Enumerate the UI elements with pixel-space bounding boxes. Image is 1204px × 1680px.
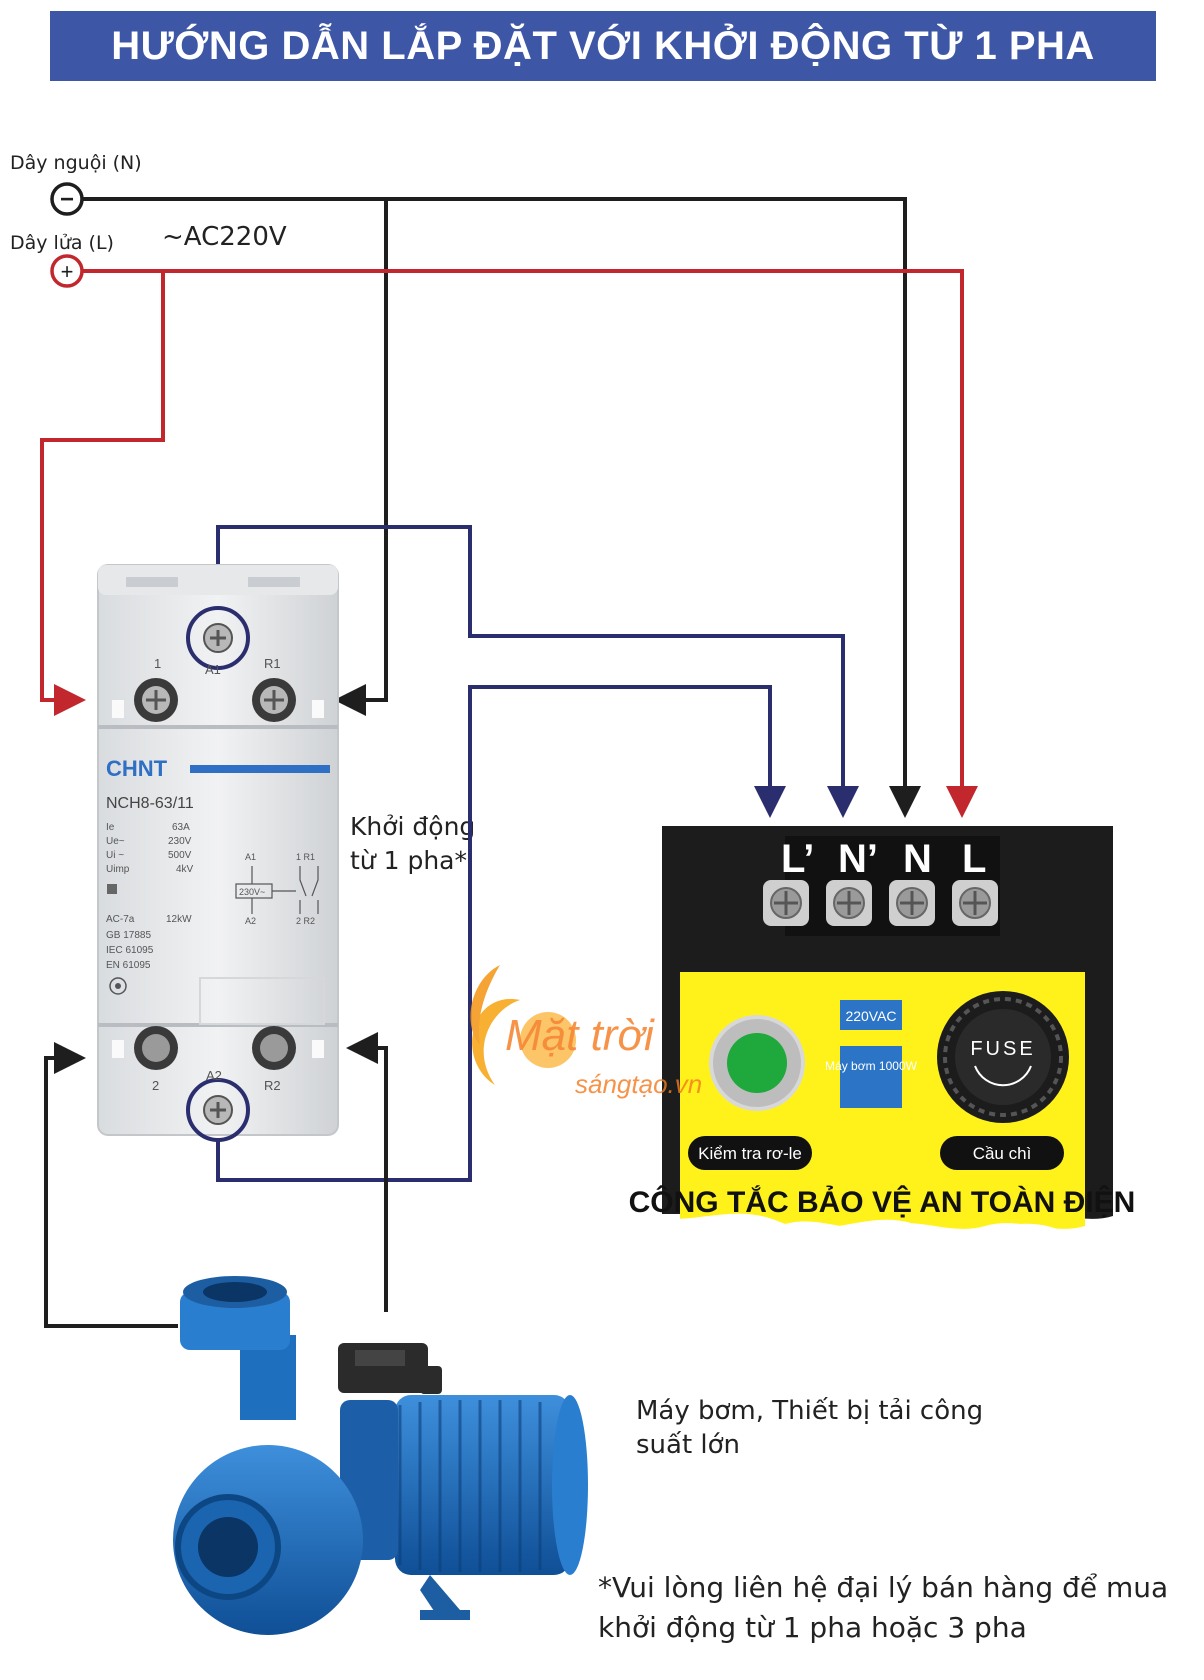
- spec-key: Ue~: [106, 836, 125, 847]
- terminal-l-prime: L’: [781, 837, 814, 881]
- neutral-terminal-icon: −: [50, 182, 84, 216]
- neutral-wire: [80, 197, 921, 818]
- screw-icon: [203, 1095, 233, 1125]
- screw-icon: [826, 880, 872, 926]
- schematic-label: A2: [245, 916, 256, 926]
- neutral-symbol: −: [60, 186, 74, 213]
- screw-icon: [203, 623, 233, 653]
- live-wire: [80, 269, 978, 818]
- standard: IEC 61095: [106, 945, 154, 956]
- terminal-label: A2: [206, 1068, 222, 1083]
- live-terminal-icon: +: [50, 254, 84, 288]
- screw-icon: [252, 1026, 296, 1070]
- rated-power: 12kW: [166, 914, 192, 925]
- pump-wire-right: [346, 1032, 388, 1312]
- terminal-label: 2: [152, 1078, 159, 1093]
- a1-highlight-ring: [186, 606, 250, 670]
- standard: EN 61095: [106, 960, 151, 971]
- terminal-label: 1: [154, 656, 161, 671]
- utilization-category: AC-7a: [106, 914, 135, 925]
- title-banner: HƯỚNG DẪN LẮP ĐẶT VỚI KHỞI ĐỘNG TỪ 1 PHA: [50, 11, 1156, 81]
- watermark-text: Mặt trời: [505, 1011, 655, 1060]
- neutral-wire-label: Dây nguội (N): [10, 152, 142, 174]
- terminal-label: A1: [205, 662, 221, 677]
- terminal-l: L: [962, 837, 986, 881]
- spec-key: Uimp: [106, 864, 130, 875]
- protector-title: CÔNG TẮC BẢO VỆ AN TOÀN ĐIỆN: [629, 1185, 1136, 1219]
- spec-value: 63A: [172, 822, 190, 833]
- coil-rating: 230V~: [239, 887, 265, 897]
- schematic-label: 1 R1: [296, 852, 315, 862]
- terminal-label: R2: [264, 1078, 281, 1093]
- screw-icon: [952, 880, 998, 926]
- live-branch-wire: [40, 271, 165, 716]
- screw-icon: [252, 678, 296, 722]
- spec-value: 230V: [168, 836, 192, 847]
- protection-switch: L’ N’ N L 220VAC Máy bơm 1000W FUSE Kiểm…: [629, 826, 1136, 1260]
- water-pump-image: [173, 1276, 588, 1635]
- fuse-caption: Cầu chì: [973, 1144, 1032, 1163]
- pump-label: Máy bơm, Thiết bị tải công suất lớn: [636, 1396, 984, 1460]
- rating-label: 220VAC: [845, 1008, 896, 1024]
- pump-rating-label: Máy bơm 1000W: [825, 1059, 918, 1073]
- coil-a1-wire: [216, 525, 859, 818]
- fuse-label: FUSE: [970, 1038, 1035, 1060]
- screw-icon: [889, 880, 935, 926]
- test-button[interactable]: [709, 1015, 805, 1111]
- contactor-model: NCH8-63/11: [106, 795, 194, 812]
- spec-value: 4kV: [176, 864, 194, 875]
- spec-key: Ui ~: [106, 850, 124, 861]
- standard: GB 17885: [106, 930, 151, 941]
- schematic-label: A1: [245, 852, 256, 862]
- live-symbol: +: [61, 259, 74, 284]
- contactor-brand: CHNT: [106, 756, 168, 781]
- contactor-module: 1 A1 R1 2 A2 R2 CHNT NCH8-63/11 Ie 63A U…: [97, 564, 339, 1142]
- voltage-label: ~AC220V: [162, 222, 287, 252]
- neutral-branch-wire: [334, 199, 388, 716]
- certification-icon: [109, 977, 127, 995]
- pump-wire-left: [44, 1042, 178, 1328]
- live-wire-label: Dây lửa (L): [10, 232, 114, 254]
- screw-icon: [134, 1026, 178, 1070]
- watermark-subtext: sángtạo.vn: [575, 1069, 702, 1099]
- terminal-n: N: [903, 837, 932, 881]
- footnote: *Vui lòng liên hệ đại lý bán hàng để mua…: [598, 1571, 1169, 1644]
- spec-key: Ie: [106, 822, 115, 833]
- a2-highlight-ring: [186, 1078, 250, 1142]
- contactor-caption: Khởi động từ 1 pha*: [350, 812, 476, 875]
- screw-icon: [134, 678, 178, 722]
- schematic-label: 2 R2: [296, 916, 315, 926]
- contactor-schematic: A1 A2 1 R1 2 R2 230V~: [235, 852, 319, 926]
- watermark-logo: Mặt trời sángtạo.vn: [470, 965, 702, 1099]
- coil-a2-wire: [216, 685, 786, 1182]
- screw-icon: [763, 880, 809, 926]
- terminal-n-prime: N’: [838, 837, 878, 881]
- fuse-holder-icon[interactable]: FUSE: [937, 991, 1069, 1123]
- test-relay-label: Kiểm tra rơ-le: [698, 1144, 802, 1163]
- page-title: HƯỚNG DẪN LẮP ĐẶT VỚI KHỞI ĐỘNG TỪ 1 PHA: [111, 23, 1095, 68]
- spec-value: 500V: [168, 850, 192, 861]
- terminal-label: R1: [264, 656, 281, 671]
